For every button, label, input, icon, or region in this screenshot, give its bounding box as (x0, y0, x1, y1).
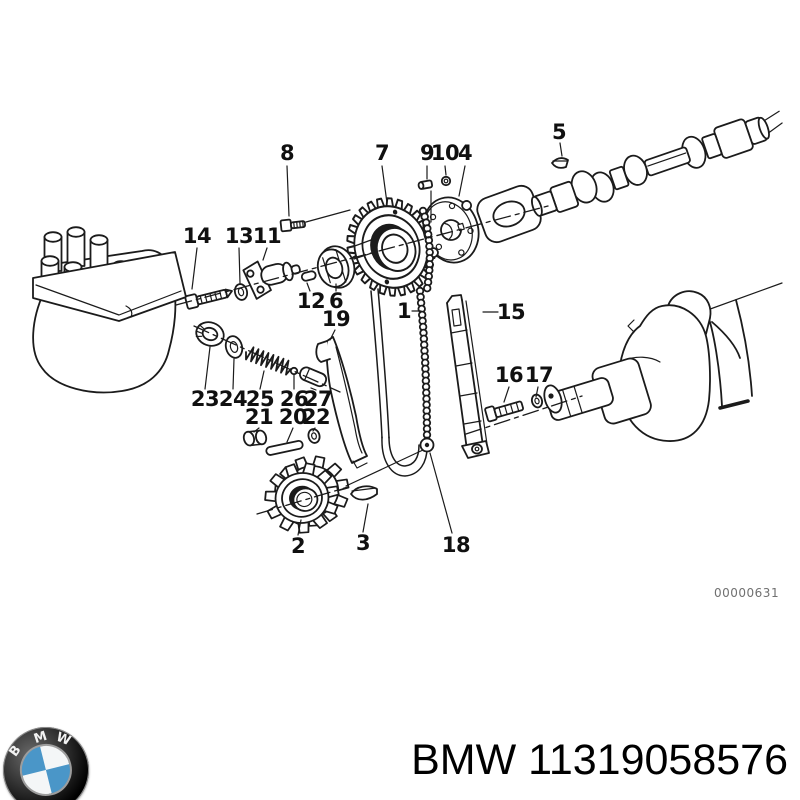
bolt-16 (484, 400, 524, 423)
washer-13 (233, 283, 249, 301)
center-axes (175, 190, 583, 515)
bolt-9 (417, 179, 434, 190)
camshaft-sprocket-7 (346, 197, 436, 297)
woodruff-key-3 (350, 485, 378, 501)
nut-6 (316, 245, 356, 289)
spring-25 (245, 346, 292, 376)
part-number: 11319058576 (528, 736, 788, 784)
plug-23 (195, 321, 225, 347)
piston-27 (299, 366, 328, 388)
washer-17 (530, 393, 544, 409)
chain-tensioner-11 (242, 260, 301, 300)
timing-chain-1 (370, 206, 435, 477)
part-number-text: BMW 11319058576 (411, 736, 788, 785)
washer-22 (307, 428, 321, 444)
bmw-roundel-quadrants (14, 738, 78, 800)
crank-sprocket-2 (264, 455, 350, 534)
drawing-number: 00000631 (714, 586, 780, 600)
tensioner-rail-19 (315, 336, 368, 469)
gasket (476, 184, 542, 244)
pin-20 (265, 439, 304, 456)
distributor-cap (32, 226, 187, 394)
leader-lines (191, 142, 563, 536)
sprocket-hub-lines (351, 239, 373, 260)
crankshaft (543, 282, 783, 442)
nut-10 (440, 175, 452, 187)
screw-8 (279, 218, 306, 233)
camshaft (531, 110, 783, 217)
ball-26 (289, 366, 299, 376)
pin-12 (300, 270, 317, 282)
woodruff-key-5 (551, 157, 569, 169)
bushing-21 (242, 429, 268, 447)
guide-rail-15 (446, 294, 490, 459)
brand-text: BMW (411, 736, 517, 784)
